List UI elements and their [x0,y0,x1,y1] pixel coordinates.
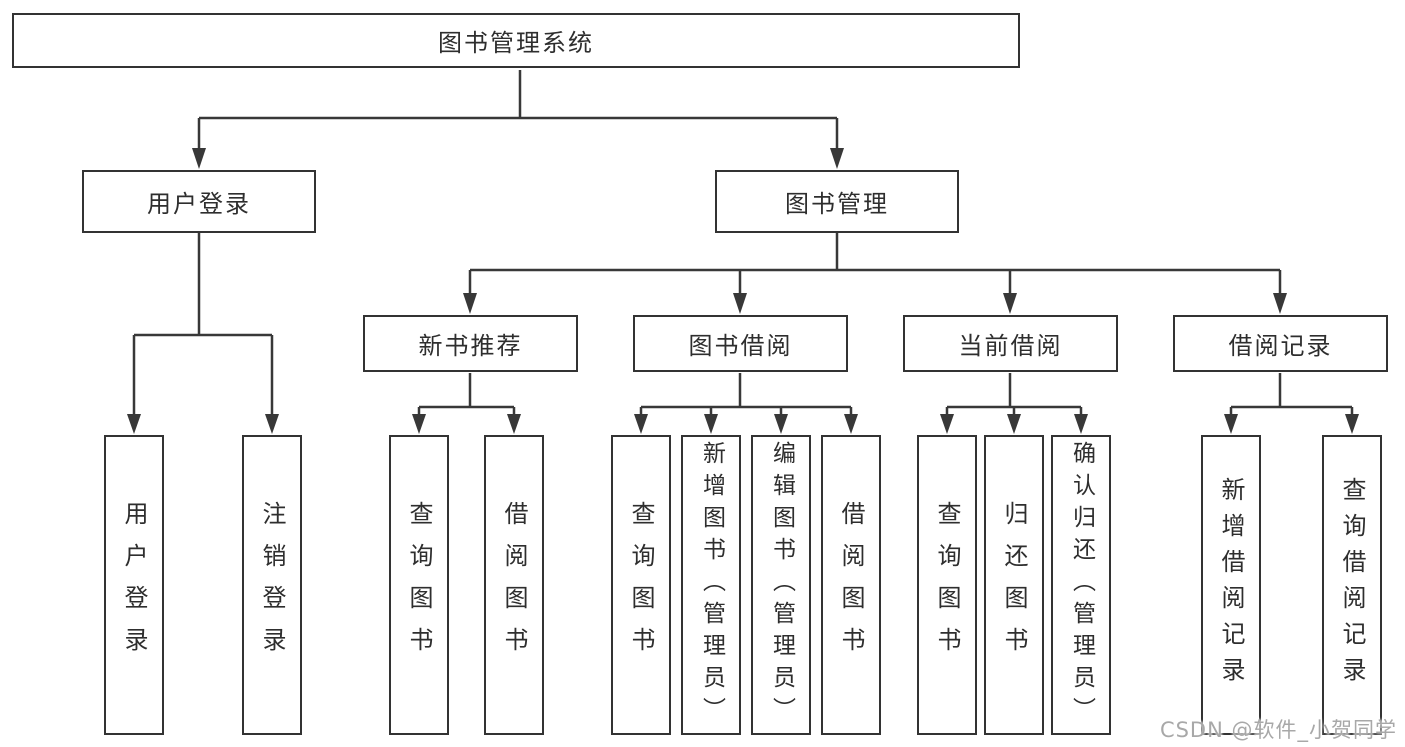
branch-book-management-label: 图书管理 [785,190,889,218]
leaf-add-books-admin-label: 新增图书（管理员） [698,441,725,729]
leaf-query-books-2-label: 查询图书 [627,501,655,669]
leaf-borrow-books-1: 借阅图书 [484,435,544,735]
leaf-return-books: 归还图书 [984,435,1044,735]
leaf-confirm-return-admin-label: 确认归还（管理员） [1068,441,1095,729]
node-borrowing-records: 借阅记录 [1173,315,1388,372]
node-new-book-recommend-label: 新书推荐 [418,332,523,360]
branch-book-management: 图书管理 [715,170,959,233]
leaf-confirm-return-admin: 确认归还（管理员） [1051,435,1111,735]
branch-user-login: 用户登录 [82,170,316,233]
leaf-add-books-admin: 新增图书（管理员） [681,435,741,735]
leaf-user-login: 用户登录 [104,435,164,735]
leaf-borrow-books-1-label: 借阅图书 [500,501,528,669]
node-borrowing-records-label: 借阅记录 [1228,332,1333,360]
node-new-book-recommend: 新书推荐 [363,315,578,372]
leaf-query-borrow-record: 查询借阅记录 [1322,435,1382,735]
leaf-query-books-2: 查询图书 [611,435,671,735]
csdn-watermark: CSDN @软件_小贺同学 [1159,718,1397,742]
leaf-add-borrow-record-label: 新增借阅记录 [1217,477,1245,693]
leaf-edit-books-admin: 编辑图书（管理员） [751,435,811,735]
node-current-borrowing-label: 当前借阅 [958,332,1063,360]
leaf-query-books-1-label: 查询图书 [405,501,433,669]
node-book-borrowing: 图书借阅 [633,315,848,372]
root-node-label: 图书管理系统 [438,29,594,57]
leaf-edit-books-admin-label: 编辑图书（管理员） [768,441,795,729]
root-node-system: 图书管理系统 [12,13,1020,68]
leaf-user-login-label: 用户登录 [120,501,148,669]
leaf-query-books-1: 查询图书 [389,435,449,735]
node-current-borrowing: 当前借阅 [903,315,1118,372]
leaf-query-books-3-label: 查询图书 [933,501,961,669]
leaf-query-borrow-record-label: 查询借阅记录 [1338,477,1366,693]
leaf-borrow-books-2: 借阅图书 [821,435,881,735]
node-book-borrowing-label: 图书借阅 [688,332,793,360]
leaf-borrow-books-2-label: 借阅图书 [837,501,865,669]
leaf-query-books-3: 查询图书 [917,435,977,735]
leaf-add-borrow-record: 新增借阅记录 [1201,435,1261,735]
leaf-return-books-label: 归还图书 [1000,501,1028,669]
branch-user-login-label: 用户登录 [147,190,251,218]
leaf-logout-label: 注销登录 [258,501,286,669]
leaf-logout: 注销登录 [242,435,302,735]
